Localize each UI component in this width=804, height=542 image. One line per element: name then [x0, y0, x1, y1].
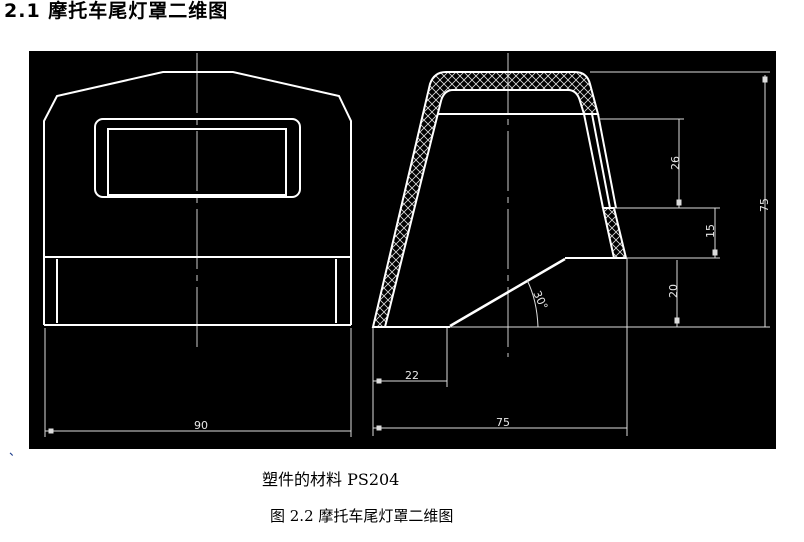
- material-label: 塑件的材料 PS204: [262, 470, 400, 489]
- base-width-value: 75: [496, 416, 510, 429]
- front-width-dimension: [44, 328, 352, 437]
- front-width-value: 90: [194, 419, 208, 432]
- stray-mark: 、: [9, 444, 22, 458]
- lower-height-value: 20: [667, 284, 680, 298]
- side-view: [371, 53, 770, 436]
- middle-height-value: 15: [704, 224, 717, 238]
- section-heading: 2.1 摩托车尾灯罩二维图: [4, 0, 229, 22]
- base-offset-value: 22: [405, 369, 419, 382]
- total-height-value: 75: [758, 198, 771, 212]
- figure-caption: 图 2.2 摩托车尾灯罩二维图: [270, 507, 454, 525]
- upper-height-value: 26: [669, 156, 682, 170]
- front-view: [43, 53, 352, 352]
